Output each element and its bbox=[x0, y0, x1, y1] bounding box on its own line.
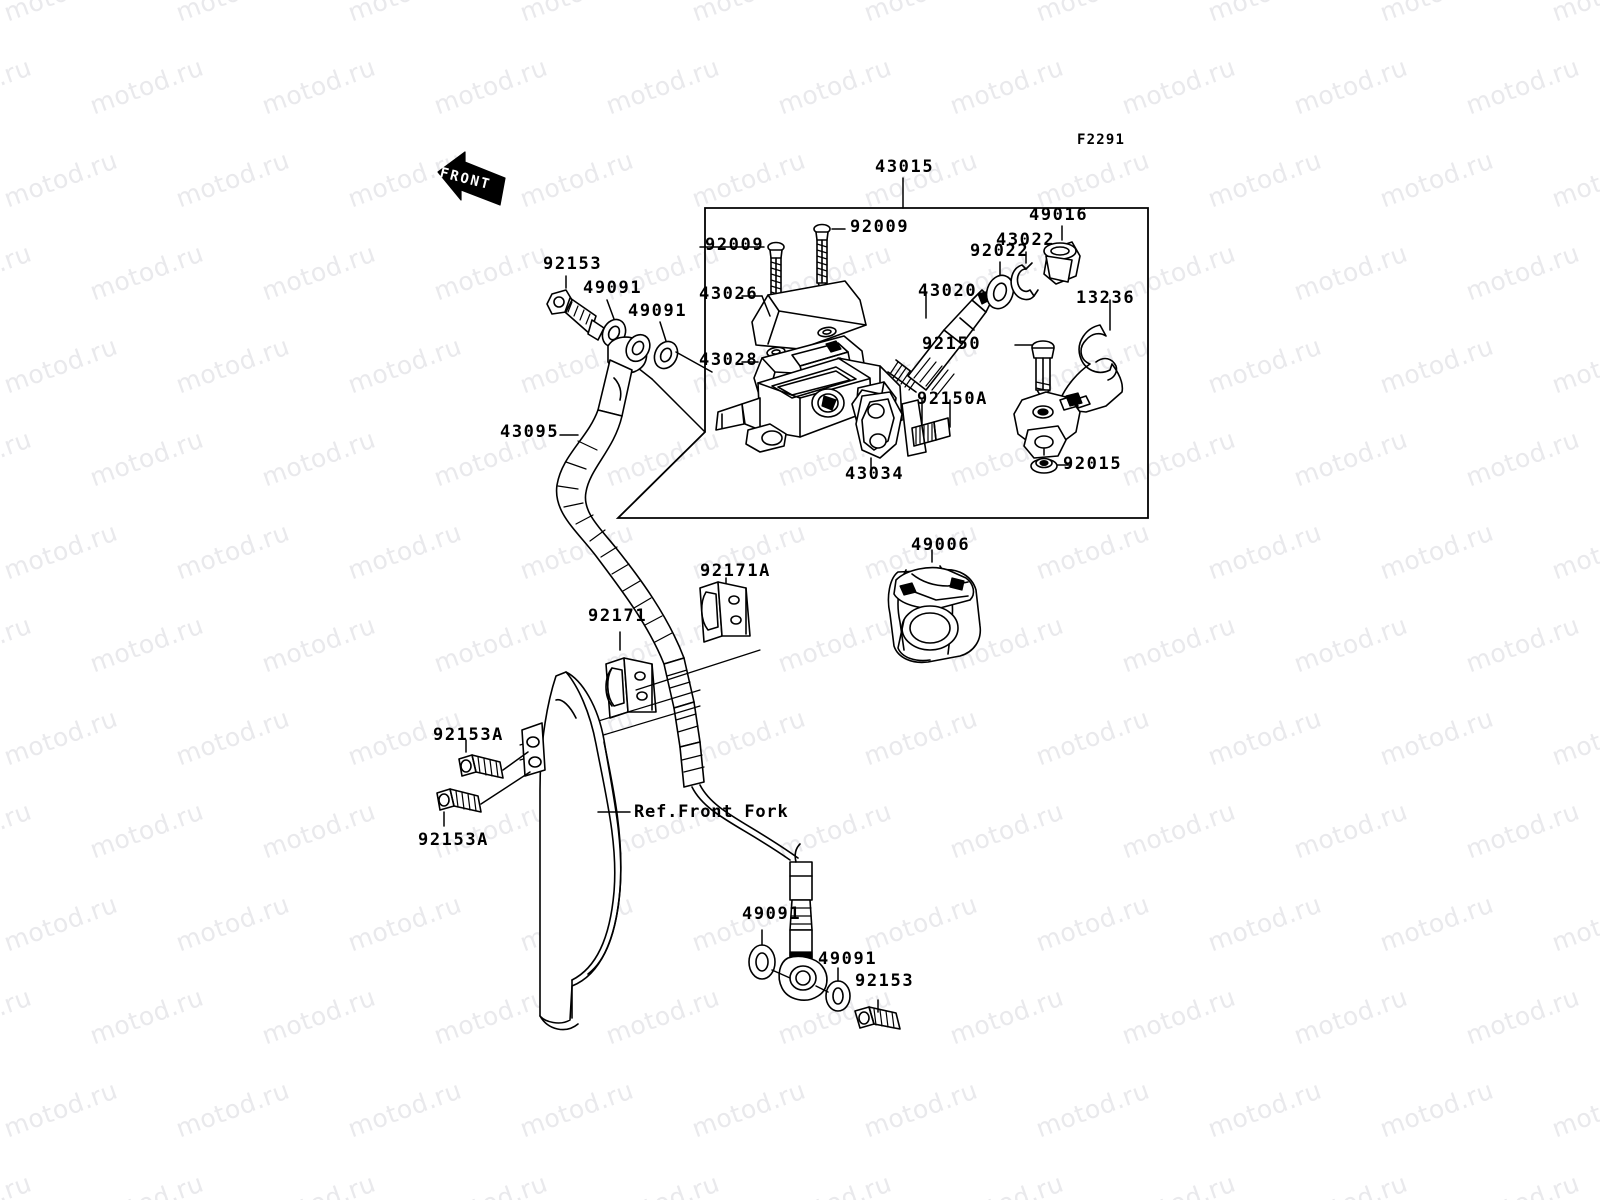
guard-bolt-lower bbox=[436, 771, 531, 827]
label-reservoir-cap: 43026 bbox=[699, 284, 759, 304]
reference-note: Ref.Front Fork bbox=[634, 802, 789, 822]
hose-clamp-lower bbox=[605, 631, 657, 719]
dust-boot bbox=[1043, 225, 1081, 285]
piston-assembly bbox=[887, 289, 993, 395]
label-grip-boot: 49006 bbox=[911, 535, 971, 555]
label-circlip: 43022 bbox=[996, 230, 1056, 250]
guard-bolt-upper bbox=[458, 739, 529, 779]
label-washer-upper-b: 49091 bbox=[628, 301, 688, 321]
label-banjo-bolt-lower: 92153 bbox=[855, 971, 915, 991]
banjo-fitting-lower bbox=[748, 843, 901, 1030]
washer-upper-b bbox=[653, 321, 713, 373]
lever-perch bbox=[1013, 391, 1083, 474]
label-guard-bolt-upper: 92153A bbox=[433, 725, 505, 745]
hose-clamp-upper bbox=[699, 577, 751, 643]
label-reservoir-diaphragm: 43028 bbox=[699, 350, 759, 370]
reservoir-cap bbox=[741, 280, 867, 358]
lever-holder-clamp bbox=[855, 391, 927, 474]
label-pivot-bolt: 92150 bbox=[922, 334, 982, 354]
label-lever-holder: 43034 bbox=[845, 464, 905, 484]
figure-code: F2291 bbox=[1077, 132, 1126, 148]
piston-washer bbox=[985, 261, 1015, 310]
clamp-bolt bbox=[911, 399, 951, 447]
label-washer-upper-a: 49091 bbox=[583, 278, 643, 298]
label-washer: 92022 bbox=[970, 241, 1030, 261]
assembly-boundary-box bbox=[615, 177, 1149, 519]
label-hose-clamp-upper: 92171A bbox=[700, 561, 772, 581]
label-washer-lower-b: 49091 bbox=[818, 949, 878, 969]
banjo-bolt-upper bbox=[546, 275, 605, 341]
label-piston-assembly: 43020 bbox=[918, 281, 978, 301]
front-arrow-label: FRONT bbox=[438, 165, 493, 194]
label-hose-clamp-lower: 92171 bbox=[588, 606, 648, 626]
label-assembly-box: 43015 bbox=[875, 157, 935, 177]
label-washer-lower-a: 49091 bbox=[742, 904, 802, 924]
front-arrow-icon bbox=[437, 151, 506, 206]
front-fork-guard bbox=[521, 671, 631, 1031]
label-clamp-bolt: 92150A bbox=[917, 389, 989, 409]
label-banjo-bolt-upper: 92153 bbox=[543, 254, 603, 274]
label-brake-hose: 43095 bbox=[500, 422, 560, 442]
label-dust-boot: 49016 bbox=[1029, 205, 1089, 225]
front-arrow-badge: FRONT bbox=[430, 143, 508, 205]
circlip bbox=[1010, 251, 1039, 301]
brake-hose bbox=[555, 333, 799, 861]
label-cap-screw-left: 92009 bbox=[705, 235, 765, 255]
label-guard-bolt-lower: 92153A bbox=[418, 830, 490, 850]
label-cap-screw-right: 92009 bbox=[850, 217, 910, 237]
grip-boot bbox=[887, 549, 982, 664]
label-lever: 13236 bbox=[1076, 288, 1136, 308]
label-pivot-nut: 92015 bbox=[1063, 454, 1123, 474]
brake-lever bbox=[1059, 299, 1124, 413]
